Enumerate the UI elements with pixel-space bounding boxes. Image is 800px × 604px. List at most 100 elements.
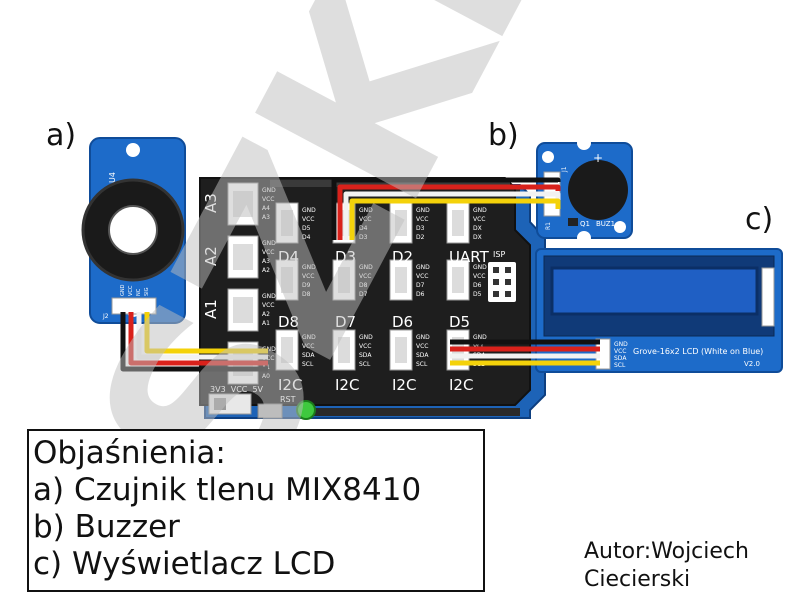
port-pin-label: VCC <box>416 343 428 350</box>
port-pin-label: SCL <box>302 361 314 368</box>
lcd-screen <box>550 266 759 316</box>
buzzer-cable <box>331 177 561 240</box>
lcd-pin-label: GND <box>614 341 628 348</box>
legend-item-c: c) Wyświetlacz LCD <box>33 546 336 582</box>
port-pin-label: VCC <box>302 343 314 350</box>
port-pin-label: GND <box>359 334 373 341</box>
port-pin-label: GND <box>473 264 487 271</box>
port-label: D2 <box>392 248 413 266</box>
power-switch-knob <box>214 398 226 410</box>
sensor-cable <box>136 312 268 360</box>
buzzer-module: + J1 Q1 BUZ1 R1 <box>536 136 633 245</box>
svg-text:J2: J2 <box>102 313 109 320</box>
port-pin-label: D4 <box>359 225 368 232</box>
lcd-model-name: Grove-16x2 LCD (White on Blue) <box>633 347 763 356</box>
port-pin-label: GND <box>359 207 373 214</box>
label-b: b) <box>488 118 519 153</box>
port-pin-label: GND <box>302 264 316 271</box>
isp-label: ISP <box>493 250 505 259</box>
label-a: a) <box>46 118 77 153</box>
port-pin-label: GND <box>473 334 487 341</box>
port-pin-label: VCC <box>359 216 371 223</box>
lcd-pin-label: SDA <box>614 355 627 362</box>
port-pin-label: D7 <box>359 291 368 298</box>
port-pin-label: GND <box>359 264 373 271</box>
port-pin-label: D7 <box>416 282 425 289</box>
analog-pin-label: GND <box>262 187 276 194</box>
analog-pin-label: VCC <box>262 196 274 203</box>
sensor-cable <box>144 312 268 354</box>
sensor-pin-label: SIG <box>144 287 150 296</box>
buzzer-body <box>568 160 628 220</box>
analog-port-label: A2 <box>202 246 220 266</box>
analog-port-label: A3 <box>202 193 220 213</box>
port-pin-label: D6 <box>416 291 425 298</box>
port-pin-label: D9 <box>302 282 311 289</box>
port-label: D3 <box>335 248 356 266</box>
analog-pin-label: GND <box>262 346 276 353</box>
svg-text:U4: U4 <box>108 172 117 183</box>
svg-text:+: + <box>593 151 603 165</box>
author-line-1: Autor:Wojciech <box>584 539 749 564</box>
power-switch-label: 3V3 VCC 5V <box>210 385 264 394</box>
port-pin-label: DX <box>473 225 482 232</box>
port-pin-label: VCC <box>302 273 314 280</box>
sensor-pin-label: NC <box>136 288 142 296</box>
legend-title: Objaśnienia: <box>33 435 226 471</box>
port-label: I2C <box>449 376 473 394</box>
port-pin-label: D8 <box>302 291 311 298</box>
analog-pin-label: A4 <box>262 205 270 212</box>
port-label: UART <box>449 248 490 266</box>
port-pin-label: SDA <box>359 352 372 359</box>
svg-text:BUZ1: BUZ1 <box>596 220 615 228</box>
analog-pin-label: A1 <box>262 320 270 327</box>
port-pin-label: VCC <box>359 273 371 280</box>
shield-header-row <box>270 180 510 187</box>
port-pin-label: VCC <box>473 273 485 280</box>
rst-label: RST <box>280 395 296 404</box>
sensor-pin-label: GND <box>120 284 126 296</box>
lcd-pin-label: SCL <box>614 362 626 369</box>
buzzer-cable <box>337 184 561 240</box>
port-pin-label: D5 <box>473 291 482 298</box>
port-pin-label: VCC <box>302 216 314 223</box>
analog-pin-label: VCC <box>262 355 274 362</box>
port-pin-label: GND <box>302 207 316 214</box>
analog-pin-label: GND <box>262 293 276 300</box>
arduino-header-bottom <box>310 408 520 416</box>
buzzer-cable <box>349 198 561 240</box>
port-pin-label: SCL <box>416 361 428 368</box>
reset-button <box>257 403 283 419</box>
port-pin-label: D8 <box>359 282 368 289</box>
port-label: I2C <box>335 376 359 394</box>
port-pin-label: D4 <box>302 234 311 241</box>
lcd-pin-label: VCC <box>614 348 626 355</box>
analog-pin-label: A2 <box>262 267 270 274</box>
port-pin-label: VCC <box>473 216 485 223</box>
port-pin-label: VCC <box>416 273 428 280</box>
sensor-connector <box>111 297 157 315</box>
port-label: D4 <box>278 248 299 266</box>
port-pin-label: GND <box>416 264 430 271</box>
port-pin-label: D3 <box>416 225 425 232</box>
lcd-version: V2.0 <box>744 360 760 368</box>
sensor-cable <box>128 312 268 366</box>
port-pin-label: GND <box>416 334 430 341</box>
cables <box>120 177 600 372</box>
port-label: I2C <box>392 376 416 394</box>
sensor-pin-label: VCC <box>128 285 134 296</box>
legend-box: Objaśnienia: a) Czujnik tlenu MIX8410 b)… <box>27 429 485 592</box>
port-label: D7 <box>335 313 356 331</box>
analog-pin-label: A3 <box>262 258 270 265</box>
port-label: D6 <box>392 313 413 331</box>
port-pin-label: GND <box>302 334 316 341</box>
analog-pin-label: A3 <box>262 214 270 221</box>
port-label: D5 <box>449 313 470 331</box>
port-pin-label: VCC <box>416 216 428 223</box>
port-pin-label: D2 <box>416 234 425 241</box>
port-label: D8 <box>278 313 299 331</box>
